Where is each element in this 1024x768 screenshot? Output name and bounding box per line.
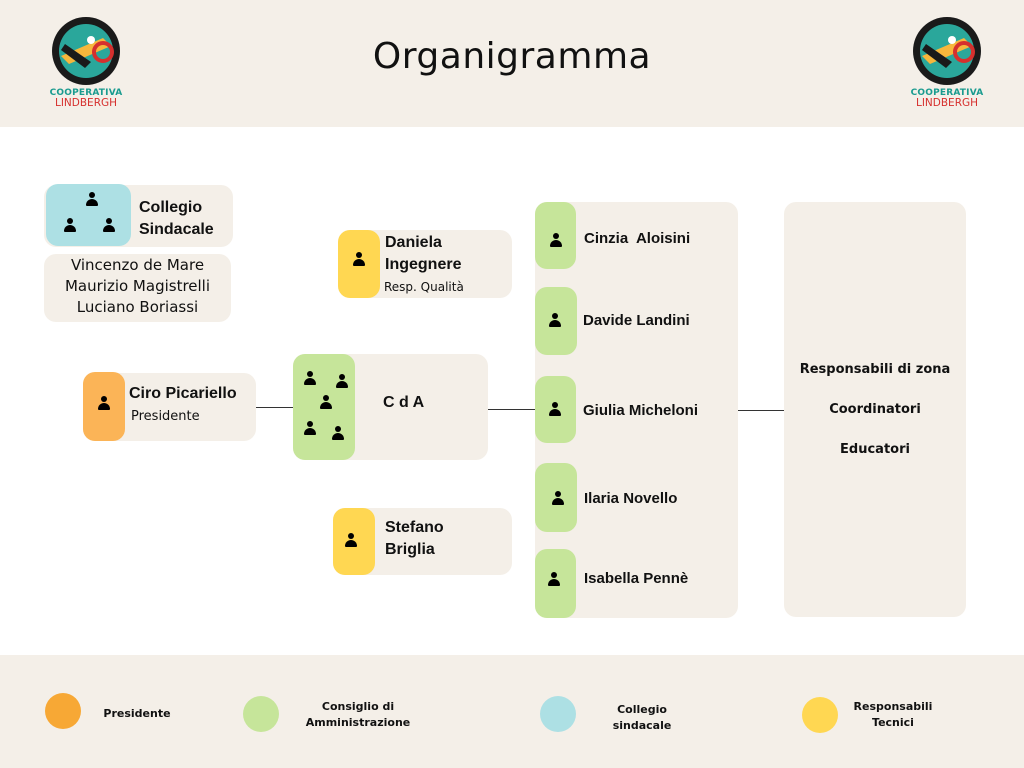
person-icon bbox=[86, 192, 98, 206]
logo-text-lindbergh: LINDBERGH bbox=[54, 97, 118, 109]
member-name: Davide Landini bbox=[583, 312, 690, 329]
collegio-member: Vincenzo de Mare bbox=[70, 256, 205, 274]
member-tag bbox=[535, 549, 576, 618]
header-band bbox=[0, 0, 1024, 127]
logo-text-cooperativa: COOPERATIVA bbox=[49, 88, 123, 98]
person-icon bbox=[64, 218, 76, 232]
collegio-name: Collegio Sindacale bbox=[139, 199, 214, 238]
person-icon bbox=[98, 396, 110, 410]
collegio-member: Maurizio Magistrelli bbox=[64, 277, 211, 295]
lindbergh-logo-icon bbox=[913, 17, 981, 85]
member-name: Cinzia Aloisini bbox=[584, 230, 691, 247]
collegio-members-card bbox=[44, 254, 231, 322]
cda-label: C d A bbox=[383, 394, 425, 411]
legend-label-presidente: Presidente bbox=[103, 707, 171, 720]
member-tag bbox=[535, 202, 576, 269]
member-tag bbox=[535, 463, 577, 532]
person-icon bbox=[332, 426, 344, 440]
member-tag bbox=[535, 287, 577, 355]
person-icon bbox=[550, 233, 562, 247]
logo-right: COOPERATIVA LINDBERGH bbox=[907, 16, 987, 112]
person-icon bbox=[304, 371, 316, 385]
legend-label-tecnici: Responsabili Tecnici bbox=[853, 700, 933, 729]
staff-item: Educatori bbox=[840, 442, 910, 457]
connector-line bbox=[488, 409, 535, 410]
tecnico-name-stefano: Stefano Briglia bbox=[385, 519, 444, 558]
cda-tag bbox=[293, 354, 355, 460]
member-tag bbox=[535, 376, 576, 443]
member-name: Ilaria Novello bbox=[584, 490, 678, 507]
person-icon bbox=[548, 572, 560, 586]
tecnico-name-daniela: Daniela Ingegnere bbox=[385, 234, 462, 273]
person-icon bbox=[549, 313, 561, 327]
presidente-tag bbox=[83, 372, 125, 441]
legend-dot-presidente bbox=[45, 693, 81, 729]
person-icon bbox=[304, 421, 316, 435]
tecnico-tag bbox=[338, 230, 380, 298]
legend-label-cda: Consiglio di Amministrazione bbox=[305, 700, 411, 729]
collegio-members-list: Vincenzo de Mare Maurizio Magistrelli Lu… bbox=[44, 255, 231, 318]
person-icon bbox=[320, 395, 332, 409]
person-icon bbox=[345, 533, 357, 547]
member-name: Isabella Pennè bbox=[584, 570, 689, 587]
connector-line bbox=[738, 410, 784, 411]
legend-label-collegio: Collegio sindacale bbox=[612, 703, 672, 732]
legend-dot-collegio bbox=[540, 696, 576, 732]
page-title: Organigramma bbox=[372, 36, 652, 77]
tecnico-tag bbox=[333, 508, 375, 575]
person-icon bbox=[549, 402, 561, 416]
staff-item: Coordinatori bbox=[829, 402, 921, 417]
connector-line bbox=[256, 407, 293, 408]
logo-text-cooperativa: COOPERATIVA bbox=[910, 88, 984, 98]
legend-band bbox=[0, 655, 1024, 768]
collegio-member: Luciano Boriassi bbox=[76, 298, 199, 316]
presidente-role: Presidente bbox=[131, 409, 200, 424]
lindbergh-logo-icon bbox=[52, 17, 120, 85]
legend-dot-tecnici bbox=[802, 697, 838, 733]
person-icon bbox=[353, 252, 365, 266]
legend-dot-cda bbox=[243, 696, 279, 732]
member-name: Giulia Micheloni bbox=[583, 402, 699, 419]
staff-item: Responsabili di zona bbox=[799, 362, 951, 377]
logo-left: COOPERATIVA LINDBERGH bbox=[46, 16, 126, 112]
staff-column bbox=[784, 202, 966, 617]
logo-text-lindbergh: LINDBERGH bbox=[915, 97, 979, 109]
tecnico-role-daniela: Resp. Qualità bbox=[384, 280, 464, 294]
collegio-tag bbox=[46, 184, 131, 246]
presidente-name: Ciro Picariello bbox=[129, 385, 237, 402]
person-icon bbox=[103, 218, 115, 232]
person-icon bbox=[336, 374, 348, 388]
person-icon bbox=[552, 491, 564, 505]
